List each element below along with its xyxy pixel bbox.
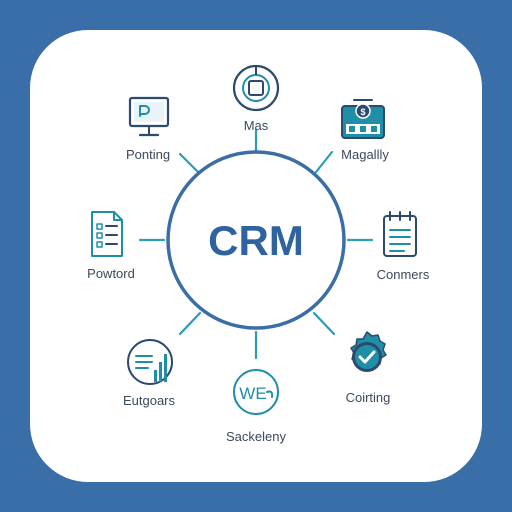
node-label-top-right: Magallly [341, 147, 389, 162]
svg-text:$: $ [360, 107, 365, 117]
node-label-bottom: Sackeleny [226, 429, 286, 444]
svg-text:WE: WE [239, 384, 266, 403]
center-ring [166, 150, 346, 330]
connector-top-left [178, 152, 200, 174]
document-list-icon [91, 211, 123, 257]
node-label-left: Powtord [87, 266, 135, 281]
node-label-top: Mas [243, 118, 269, 133]
we-logo-icon: WE [233, 369, 279, 415]
bar-chart-circle-icon [127, 339, 173, 385]
monitor-icon [128, 96, 170, 137]
node-label-bottom-left: Eutgoars [122, 393, 176, 408]
node-label-top-left: Ponting [125, 147, 171, 162]
notepad-icon [383, 211, 417, 257]
connector-top-right [314, 150, 334, 174]
connector-bottom-right [312, 311, 336, 336]
connector-bottom-left [178, 311, 202, 336]
check-badge-icon [350, 331, 387, 372]
target-circle-icon [232, 64, 280, 112]
connectors [138, 128, 374, 360]
center-label: CRM [208, 217, 304, 264]
node-label-bottom-right: Coirting [345, 390, 391, 405]
storefront-icon: $ [341, 99, 385, 139]
node-label-right: Conmers [376, 267, 430, 282]
